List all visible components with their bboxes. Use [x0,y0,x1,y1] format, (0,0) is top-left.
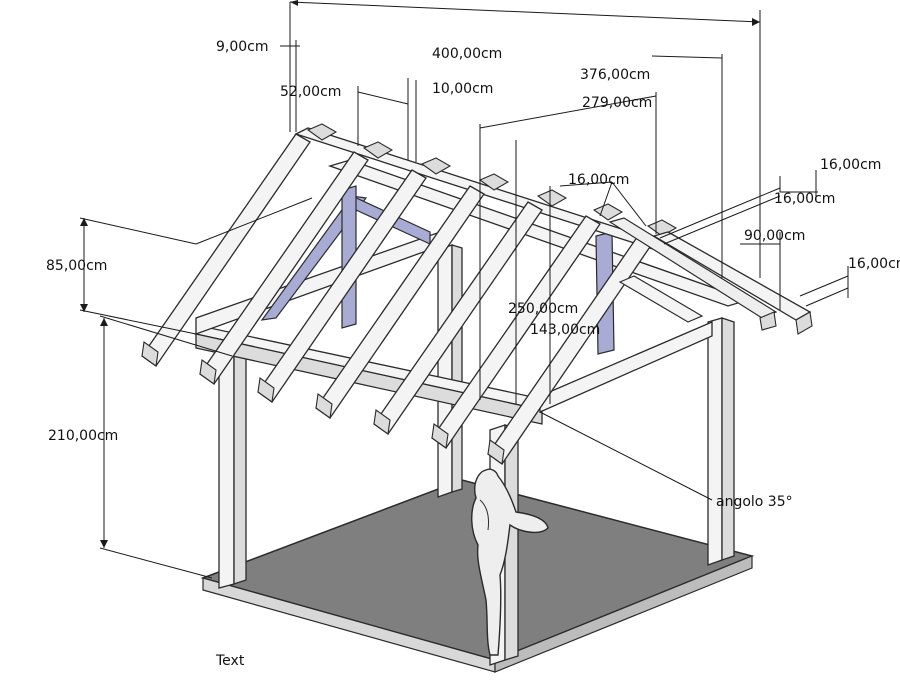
post-front-left [218,346,247,589]
rafter [373,201,543,435]
rafter [199,151,369,385]
dim-depth-b-label: 143,00cm [530,322,600,338]
dim-beam-section-label: 16,00cm [568,172,629,188]
dim-ridge-section-b-label: 16,00cm [774,191,835,207]
rafters-front [141,133,657,465]
post-back-left [437,244,463,498]
dim-rafter-width-label: 10,00cm [432,81,493,97]
dim-post-height-label: 210,00cm [48,428,118,444]
floor-slab [200,479,755,673]
dimension-lines [79,1,849,579]
human-figure-icon [471,468,549,656]
dim-depth-a-label: 250,00cm [508,301,578,317]
dim-ridge-section-a-label: 16,00cm [820,157,881,173]
caption-text: Text [215,653,245,669]
dim-post-section-label: 16,00cm [848,256,900,272]
dim-roof-height-label: 85,00cm [46,258,107,274]
rafter [315,185,485,419]
dim-total-width-label: 400,00cm [432,46,502,62]
dim-inner-width-label: 376,00cm [580,67,650,83]
post-back-right [707,317,735,566]
dim-depth-offset-label: 90,00cm [744,228,805,244]
rafter [141,133,311,367]
dim-rafter-spacing-label: 52,00cm [280,84,341,100]
angle-annotation: angolo 35° [716,494,793,510]
dimension-ticks [80,0,760,548]
rafter-back-slope [608,217,813,335]
rafter [257,169,427,403]
dim-span-label: 279,00cm [582,95,652,111]
dim-overhang-label: 9,00cm [216,39,269,55]
gable-tie-right [618,275,704,323]
